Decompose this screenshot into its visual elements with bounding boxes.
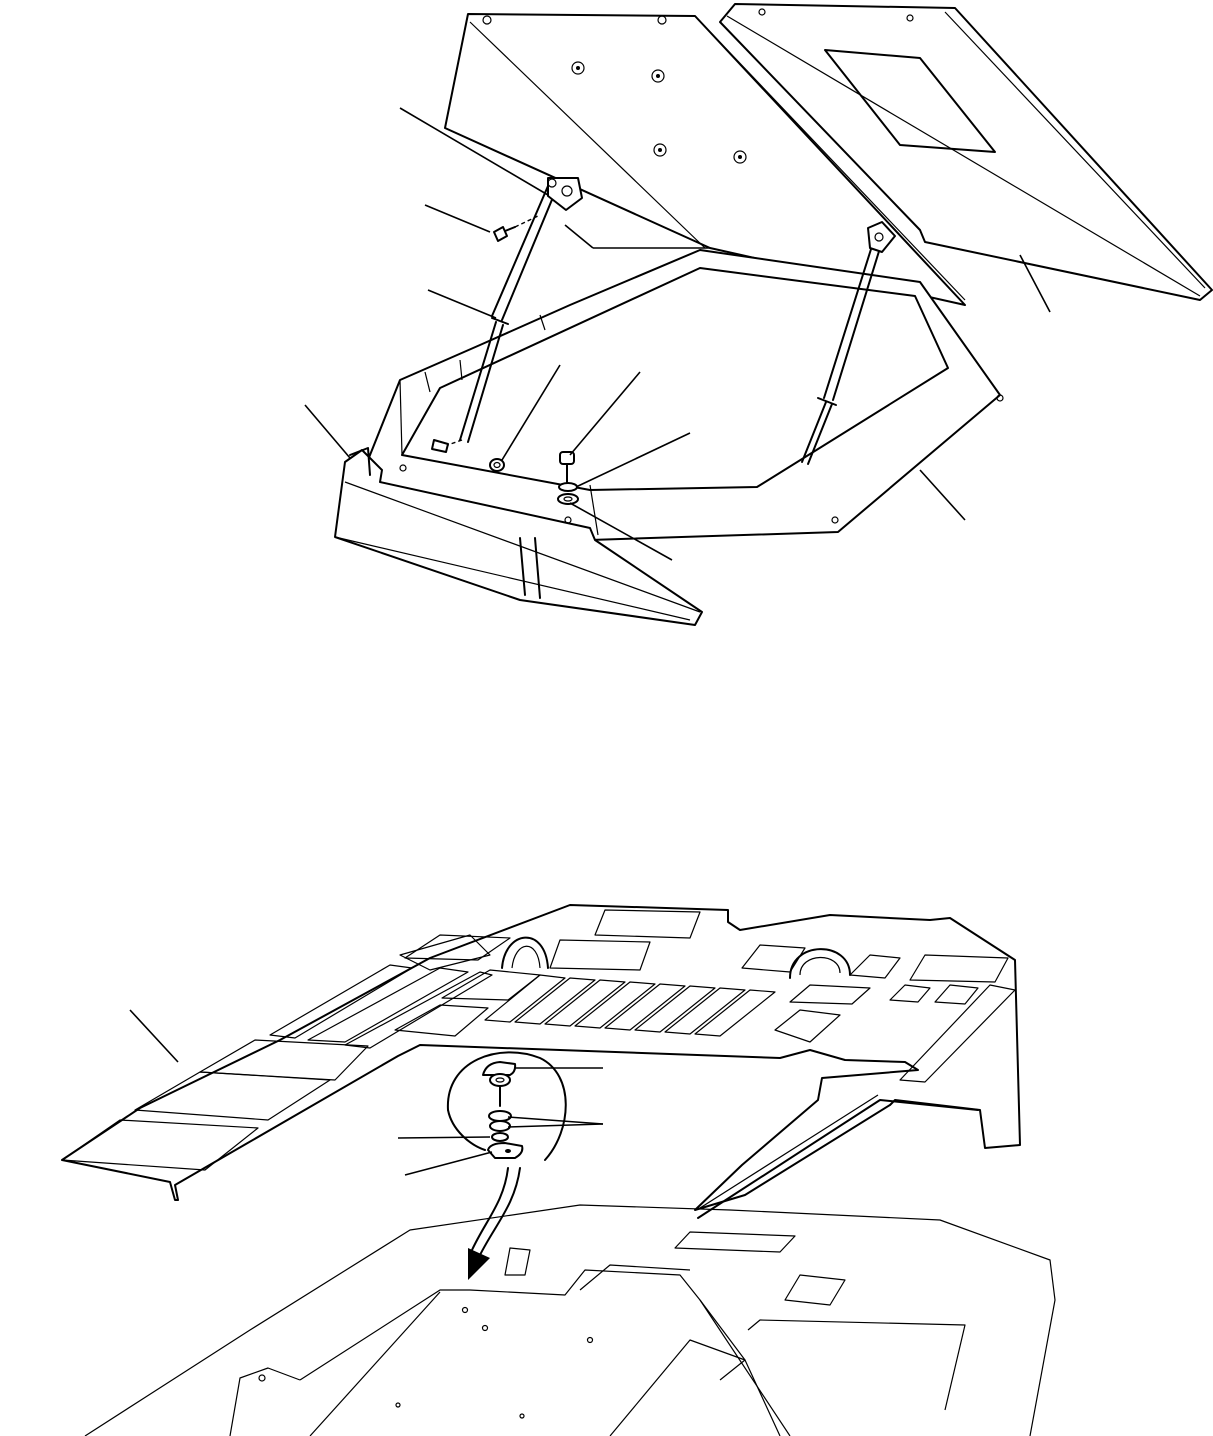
- location-arrow: [468, 1168, 520, 1280]
- detail-circle: [448, 1052, 566, 1160]
- gas-strut-left: [432, 178, 582, 452]
- leader-lines-bottom: [130, 1010, 603, 1175]
- gas-strut-right: [802, 222, 895, 464]
- bottom-assembly: [62, 905, 1055, 1436]
- leader-lines-top: [305, 108, 1050, 560]
- floor-mat: [62, 905, 1020, 1218]
- machine-body: [85, 1205, 1055, 1436]
- hardware-screw-top: [494, 215, 540, 241]
- bracket: [335, 448, 702, 625]
- cover-panel-right: [720, 4, 1212, 300]
- hardware-nut: [490, 459, 504, 471]
- cover-panel-left: [445, 14, 965, 305]
- top-assembly: [305, 4, 1212, 625]
- frame: [360, 250, 1003, 540]
